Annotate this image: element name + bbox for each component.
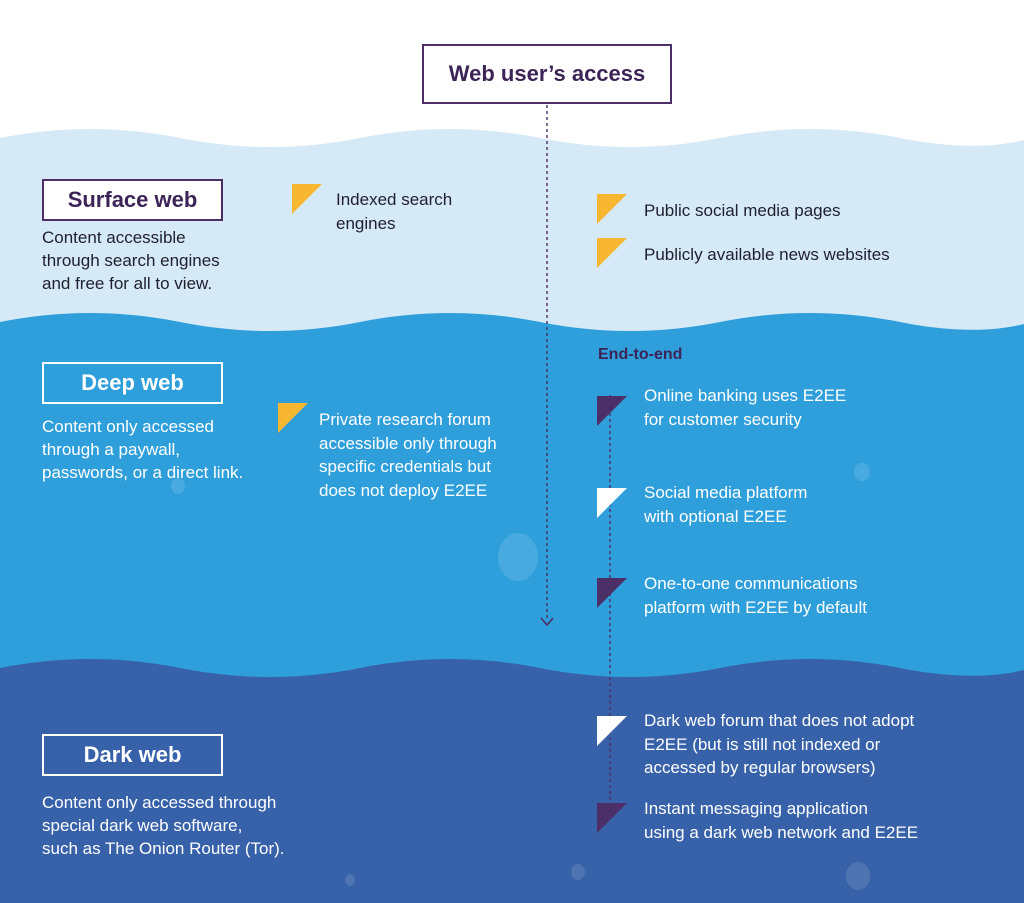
web-users-access-box: Web user’s access xyxy=(422,44,672,104)
bubble xyxy=(171,478,185,494)
surface-web-description: Content accessible through search engine… xyxy=(42,228,220,293)
surface-item-social-media: Public social media pages xyxy=(644,201,841,220)
surface-web-label-box: Surface web xyxy=(42,179,223,221)
deep-web-description: Content only accessed through a paywall,… xyxy=(42,417,244,482)
yellow-flag-icon xyxy=(597,238,627,268)
bubbles xyxy=(171,463,870,890)
surface-web-title: Surface web xyxy=(67,187,198,212)
purple-flag-icon xyxy=(597,396,627,426)
deep-item-one-to-one: One-to-one communications platform with … xyxy=(644,574,868,617)
end-to-end-label: End-to-end xyxy=(598,346,683,363)
bubble xyxy=(846,862,870,890)
purple-flag-icon xyxy=(597,803,627,833)
yellow-flag-icon xyxy=(597,194,627,224)
bubble xyxy=(854,463,870,481)
white-flag-icon xyxy=(597,488,627,518)
bubble xyxy=(345,874,355,886)
deep-item-online-banking: Online banking uses E2EE for customer se… xyxy=(644,386,847,429)
yellow-flag-icon xyxy=(278,403,308,433)
deep-item-social-platform: Social media platform with optional E2EE xyxy=(644,483,808,526)
bubble xyxy=(571,864,585,880)
deep-web-title: Deep web xyxy=(81,370,184,395)
dark-web-label-box: Dark web xyxy=(42,734,223,776)
header-title: Web user’s access xyxy=(448,61,646,86)
dark-water-band xyxy=(0,659,1024,903)
deep-web-label-box: Deep web xyxy=(42,362,223,404)
deep-item-private-forum: Private research forum accessible only t… xyxy=(319,410,497,500)
dark-item-dark-forum: Dark web forum that does not adopt E2EE … xyxy=(644,711,915,777)
dark-web-title: Dark web xyxy=(83,742,182,767)
access-arrow-head xyxy=(540,617,554,627)
dark-web-description: Content only accessed through special da… xyxy=(42,793,285,858)
dark-item-instant-messaging: Instant messaging application using a da… xyxy=(644,799,919,842)
white-flag-icon xyxy=(597,716,627,746)
surface-item-indexed-search: Indexed search engines xyxy=(336,190,453,233)
bubble xyxy=(498,533,538,581)
yellow-flag-icon xyxy=(292,184,322,214)
surface-item-news-websites: Publicly available news websites xyxy=(644,245,890,264)
purple-flag-icon xyxy=(597,578,627,608)
